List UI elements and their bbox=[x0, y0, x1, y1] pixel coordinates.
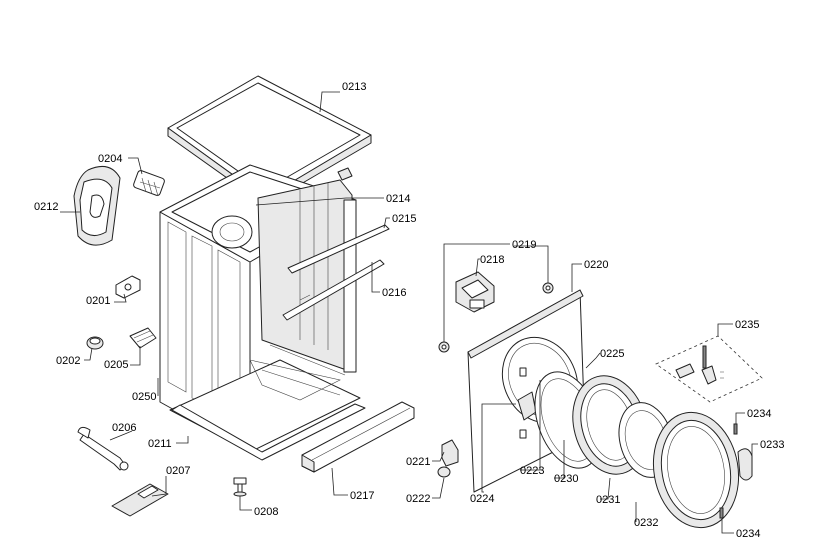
label-0206: 0206 bbox=[112, 422, 136, 434]
door-outer-ring bbox=[652, 411, 740, 529]
label-0215: 0215 bbox=[392, 213, 416, 225]
hinge-kit bbox=[655, 335, 763, 403]
inlet-valve bbox=[133, 170, 165, 197]
rear-cover-plate bbox=[73, 165, 121, 246]
label-0214: 0214 bbox=[386, 193, 410, 205]
label-0205: 0205 bbox=[104, 359, 128, 371]
label-0235: 0235 bbox=[735, 319, 759, 331]
label-0211: 0211 bbox=[148, 438, 172, 450]
adjustable-foot bbox=[233, 477, 247, 497]
label-0219: 0219 bbox=[512, 239, 536, 251]
part-labels: 0213 0204 0212 0214 0215 0216 0201 0202 … bbox=[34, 81, 784, 540]
label-0250: 0250 bbox=[132, 391, 156, 403]
label-0234-lower: 0234 bbox=[736, 528, 760, 540]
bottom-plate bbox=[171, 403, 366, 461]
label-0224: 0224 bbox=[470, 493, 494, 505]
label-0218: 0218 bbox=[480, 254, 504, 266]
screw-left bbox=[438, 341, 450, 353]
label-0202: 0202 bbox=[56, 355, 80, 367]
label-0204: 0204 bbox=[98, 153, 122, 165]
transport-bracket bbox=[111, 483, 169, 517]
screw-top bbox=[542, 282, 554, 294]
label-0221: 0221 bbox=[406, 456, 430, 468]
knob-cap bbox=[437, 466, 451, 478]
clip-bracket bbox=[115, 275, 141, 299]
foot-cap bbox=[86, 336, 104, 350]
pressure-sensor bbox=[129, 327, 157, 349]
label-0234-upper: 0234 bbox=[747, 408, 771, 420]
label-0222: 0222 bbox=[406, 493, 430, 505]
label-0208: 0208 bbox=[254, 506, 278, 518]
label-0217: 0217 bbox=[350, 490, 374, 502]
label-0223: 0223 bbox=[520, 465, 544, 477]
label-0207: 0207 bbox=[166, 465, 190, 477]
label-0225: 0225 bbox=[600, 348, 624, 360]
label-0230: 0230 bbox=[554, 473, 578, 485]
label-0213: 0213 bbox=[342, 81, 366, 93]
pin-upper bbox=[733, 423, 738, 435]
leader-lines bbox=[60, 91, 758, 534]
cross-braces bbox=[282, 224, 390, 321]
label-0212: 0212 bbox=[34, 201, 58, 213]
door-handle bbox=[737, 448, 753, 481]
lock-switch bbox=[441, 439, 459, 467]
cabinet-frame bbox=[159, 164, 361, 453]
pin-lower bbox=[719, 507, 724, 519]
label-0232: 0232 bbox=[634, 517, 658, 529]
front-panel bbox=[467, 289, 586, 493]
wrench-tool bbox=[77, 426, 129, 471]
label-0233: 0233 bbox=[760, 439, 784, 451]
label-0220: 0220 bbox=[584, 259, 608, 271]
top-clip bbox=[337, 167, 353, 181]
plinth-panel bbox=[301, 401, 415, 473]
label-0216: 0216 bbox=[382, 287, 406, 299]
label-0231: 0231 bbox=[596, 494, 620, 506]
door-lock bbox=[455, 271, 495, 313]
label-0201: 0201 bbox=[86, 295, 110, 307]
